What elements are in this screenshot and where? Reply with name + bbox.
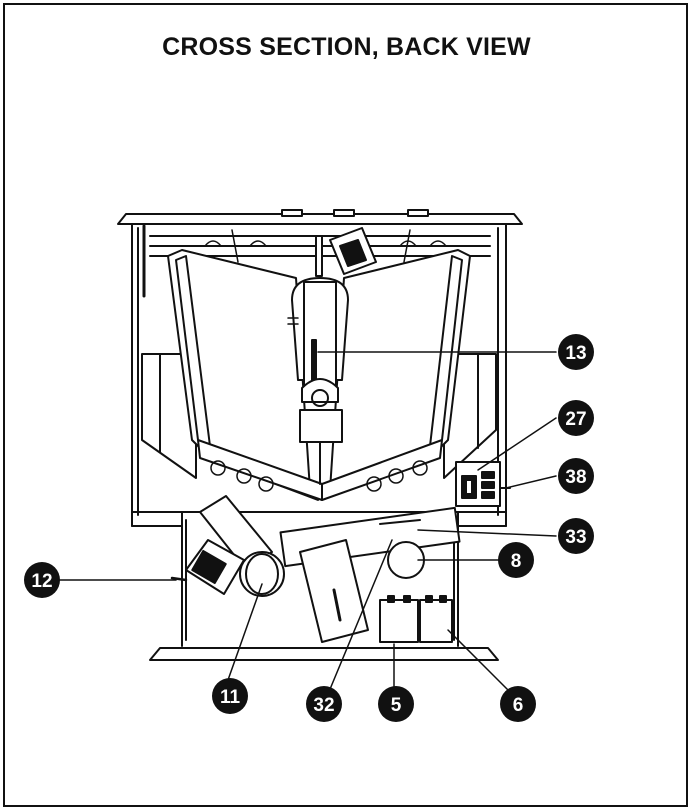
callout-13-label: 13: [565, 343, 586, 364]
capacitor-5: [379, 595, 419, 643]
kettle-clips: [204, 229, 447, 263]
top-cover: [117, 209, 523, 225]
callout-27: 27: [558, 400, 594, 436]
top-motor-box: [329, 227, 377, 275]
callout-32-label: 32: [313, 695, 334, 716]
callout-38: 38: [558, 458, 594, 494]
callout-38-label: 38: [565, 467, 586, 488]
heater-holes-left: [210, 460, 274, 492]
callout-11: 11: [212, 678, 248, 714]
diagram-title: CROSS SECTION, BACK VIEW: [162, 33, 531, 61]
callout-6-label: 6: [513, 695, 524, 716]
callout-8: 8: [498, 542, 534, 578]
capacitor-6: [419, 595, 453, 643]
kettle-left-half: [167, 249, 323, 501]
callout-13: 13: [558, 334, 594, 370]
callout-12-label: 12: [31, 571, 52, 592]
control-box: [455, 461, 511, 507]
callout-27-label: 27: [565, 409, 586, 430]
leader-lines: [57, 351, 557, 695]
callout-5: 5: [378, 686, 414, 722]
agitator-assembly: [287, 235, 349, 485]
left-shield: [141, 353, 197, 479]
left-motor: [170, 495, 285, 597]
callout-8-label: 8: [511, 551, 522, 572]
diagram-frame: [3, 3, 688, 807]
kettle-right-half: [321, 249, 471, 501]
discharge-chute: [299, 539, 369, 643]
right-shield: [443, 353, 497, 479]
callout-11-label: 11: [220, 687, 241, 708]
heater-holes-right: [366, 460, 428, 492]
callout-32: 32: [306, 686, 342, 722]
callout-5-label: 5: [391, 695, 402, 716]
callout-33: 33: [558, 518, 594, 554]
callout-12: 12: [24, 562, 60, 598]
callout-6: 6: [500, 686, 536, 722]
callout-33-label: 33: [565, 527, 586, 548]
